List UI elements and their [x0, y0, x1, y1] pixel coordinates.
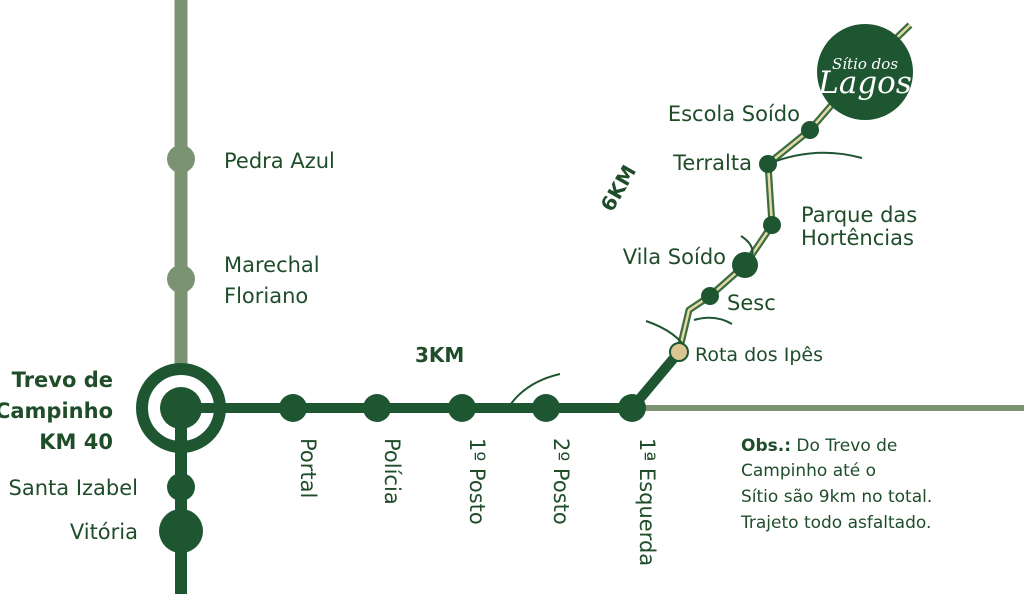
logo-circle — [817, 24, 913, 120]
stop-escola-soido — [801, 121, 819, 139]
stop-policia — [363, 394, 391, 422]
junction-ring — [136, 363, 226, 453]
stop-esquerda — [618, 394, 646, 422]
note-line4: Trajeto todo asfaltado. — [740, 513, 931, 533]
label-vila-soido: Vila Soído — [623, 245, 726, 269]
label-esquerda: 1ª Esquerda — [635, 438, 659, 566]
stop-pedra-azul — [167, 145, 195, 173]
label-marechal-line2: Floriano — [224, 284, 308, 308]
stop-sesc — [701, 287, 719, 305]
label-parque-line2: Hortências — [801, 226, 914, 250]
label-posto2: 2º Posto — [549, 438, 573, 525]
label-escola-soido: Escola Soído — [668, 102, 800, 126]
stop-vila-soido — [732, 252, 758, 278]
stop-posto2 — [532, 394, 560, 422]
label-portal: Portal — [296, 438, 320, 498]
note-line1: Obs.: Do Trevo de — [741, 436, 897, 456]
label-policia: Polícia — [380, 438, 404, 505]
side-road-arc-posto — [507, 373, 561, 409]
stop-vitoria — [159, 509, 203, 553]
label-santa-izabel: Santa Izabel — [9, 476, 138, 500]
stop-posto1 — [448, 394, 476, 422]
label-pedra-azul: Pedra Azul — [224, 149, 335, 173]
distance-3km: 3KM — [415, 343, 464, 367]
note-label: Obs.: — [741, 436, 791, 456]
side-road-arc-sesc — [693, 316, 733, 325]
label-posto1: 1º Posto — [465, 438, 489, 525]
label-junction-line3: KM 40 — [39, 430, 113, 454]
note-line2: Campinho até o — [741, 461, 876, 481]
side-road-arc-terralta — [767, 151, 863, 165]
stop-rota-dos-ipes — [669, 342, 689, 362]
junction-center — [160, 387, 202, 429]
logo-text-large: Lagos — [817, 65, 911, 101]
distance-6km: 6KM — [596, 161, 641, 216]
stop-santa-izabel — [167, 473, 195, 501]
stop-marechal-floriano — [167, 265, 195, 293]
label-junction-line1: Trevo de — [12, 368, 113, 392]
note-line3: Sítio são 9km no total. — [741, 487, 932, 507]
label-junction-line2: Campinho — [0, 399, 113, 423]
label-terralta: Terralta — [672, 151, 752, 175]
stop-portal — [279, 394, 307, 422]
logo-text-small: Sítio dos — [832, 55, 898, 73]
label-rota-dos-ipes: Rota dos Ipês — [695, 344, 823, 366]
side-road-arc-vila — [740, 235, 754, 257]
label-parque-line1: Parque das — [801, 203, 917, 227]
label-sesc: Sesc — [727, 291, 776, 315]
stop-parque — [763, 216, 781, 234]
stop-terralta — [759, 155, 777, 173]
label-vitoria: Vitória — [70, 520, 138, 544]
label-marechal-line1: Marechal — [224, 253, 320, 277]
note-line1-text: Do Trevo de — [791, 436, 897, 456]
